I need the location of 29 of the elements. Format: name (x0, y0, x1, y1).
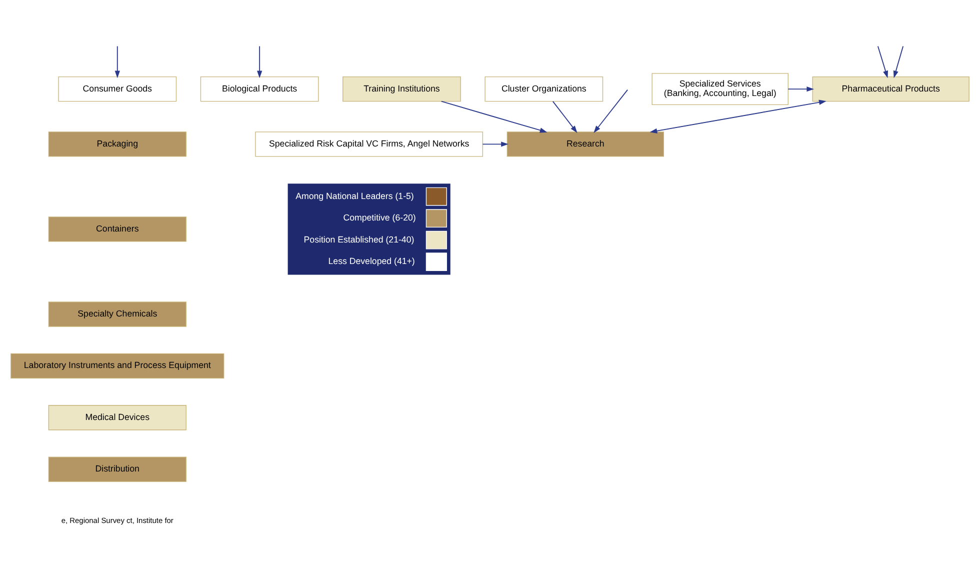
arrow (114, 46, 120, 78)
node-box: Specialized Services (Banking, Accounting, Legal) (652, 73, 788, 106)
arrow (788, 86, 814, 92)
node-box: Pharmaceutical Products (812, 76, 970, 102)
node-box: Cluster Organizations (484, 76, 604, 102)
node-box: Biological Products (200, 76, 319, 102)
arrow (482, 142, 508, 147)
node-box: Training Institutions (342, 76, 461, 102)
node-box: Packaging (48, 132, 186, 157)
node-box: Consumer Goods (58, 76, 177, 102)
label: e, Regional Survey ct, Institute for (61, 516, 174, 525)
node-box: Containers (48, 216, 186, 242)
arrow (893, 46, 904, 78)
node-box: Distribution (48, 456, 186, 482)
legend-label: Competitive (6-20) (343, 212, 416, 223)
arrow (552, 100, 578, 133)
node-box: Medical Devices (48, 405, 186, 430)
node-box: Laboratory Instruments and Process Equipment (10, 353, 224, 379)
legend-label: Among National Leaders (1-5) (296, 190, 414, 201)
legend-label: Position Established (21-40) (304, 234, 414, 244)
arrow (877, 46, 888, 78)
arrow (650, 100, 826, 134)
node-box: Specialized Risk Capital VC Firms, Angel Networks (255, 132, 484, 157)
arrow (594, 89, 628, 134)
legend-label: Less Developed (41+) (328, 256, 415, 266)
arrow (440, 100, 548, 133)
node-box: Research (506, 132, 664, 157)
arrow (256, 46, 262, 78)
node-box: Specialty Chemicals (48, 302, 186, 327)
